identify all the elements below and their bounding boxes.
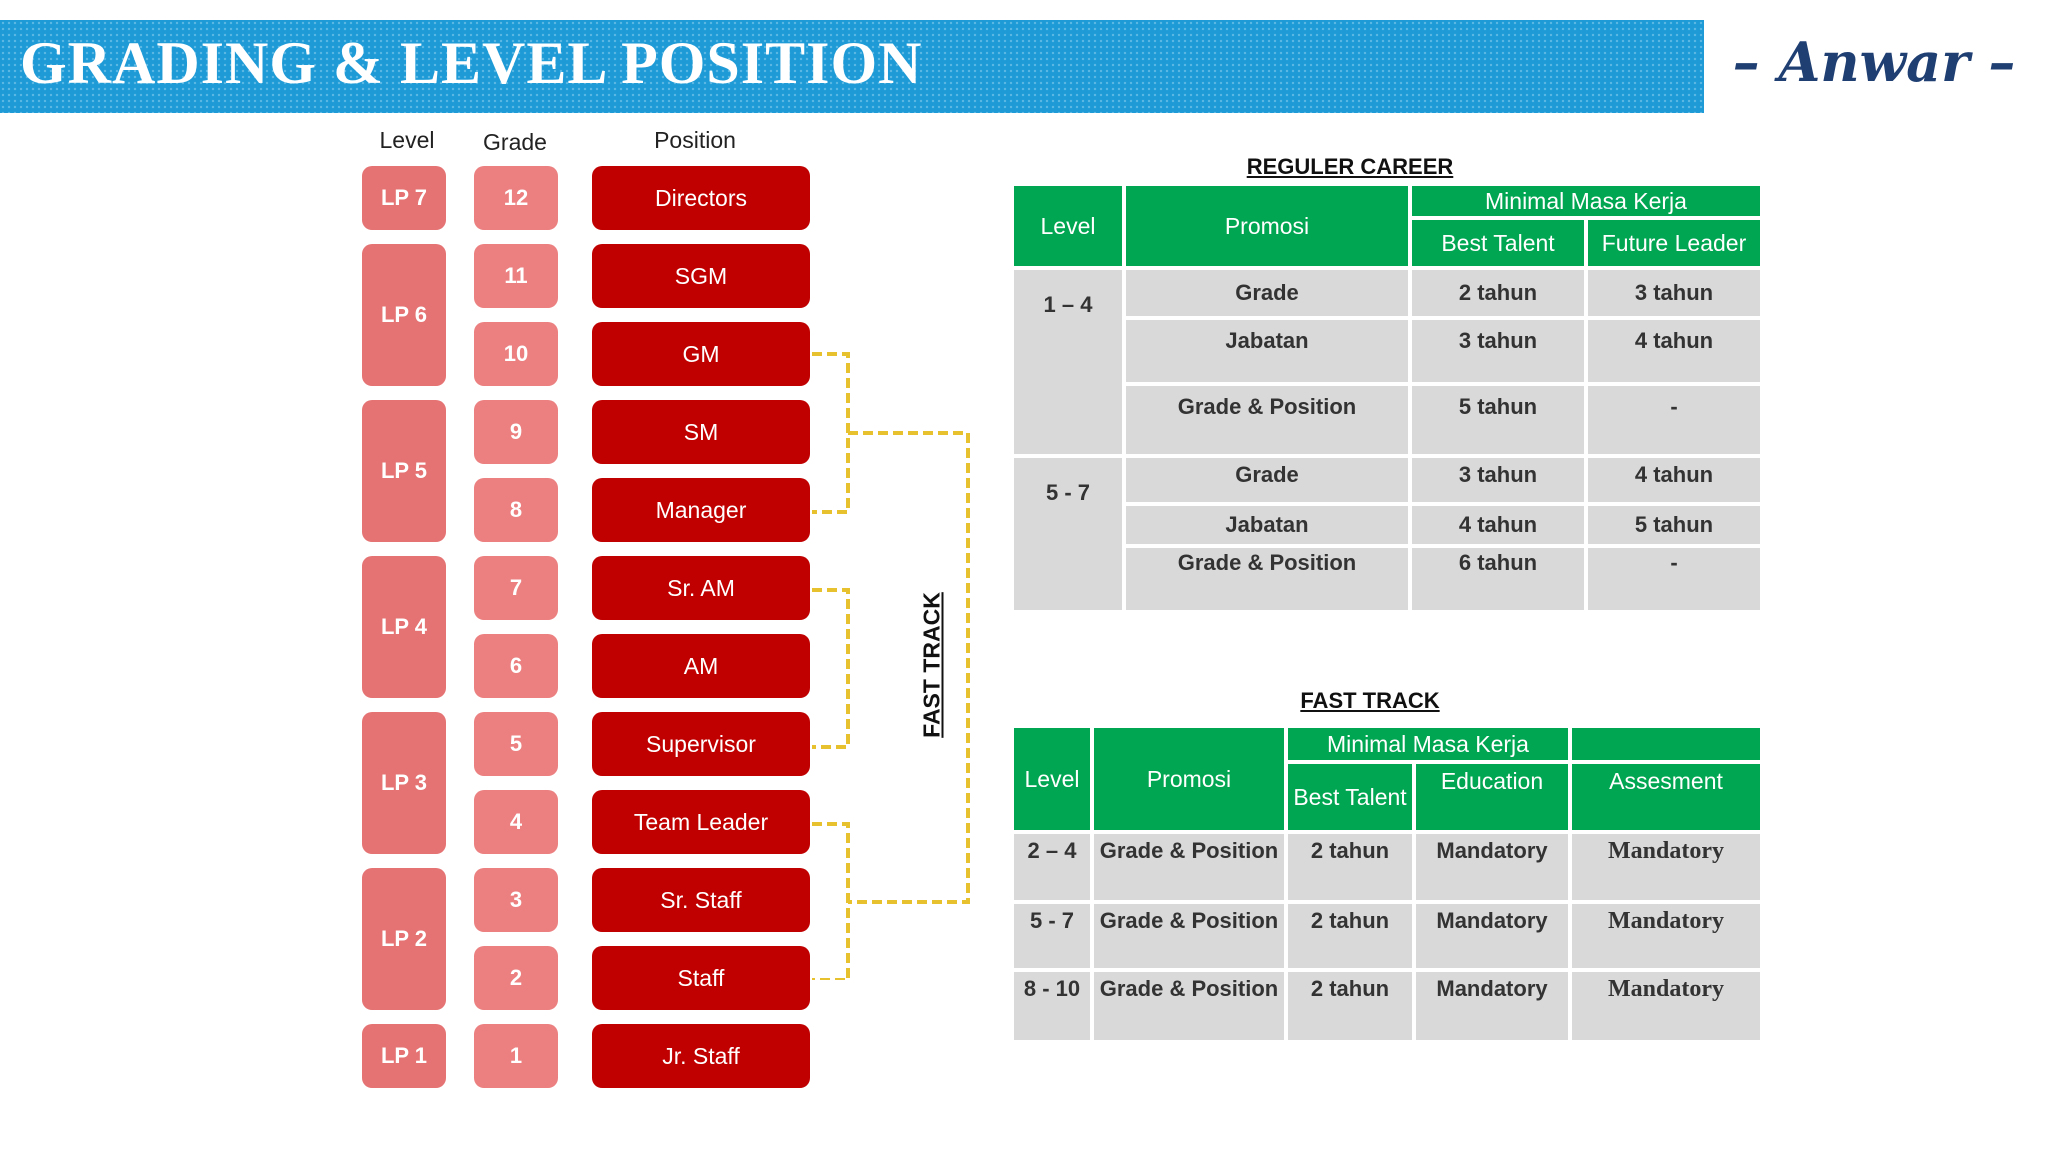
grade-box-10: 10 bbox=[474, 322, 558, 386]
fast-best-talent-cell: 2 tahun bbox=[1288, 904, 1412, 968]
level-box-lp2: LP 2 bbox=[362, 868, 446, 1010]
reguler-best-talent-cell: 4 tahun bbox=[1412, 506, 1584, 544]
fast-education-cell: Mandatory bbox=[1416, 834, 1568, 900]
position-sr-staff: Sr. Staff bbox=[592, 868, 810, 932]
fast-level-cell: 2 – 4 bbox=[1014, 834, 1090, 900]
grade-box-4: 4 bbox=[474, 790, 558, 854]
fast-track-label: FAST TRACK bbox=[918, 592, 945, 738]
reguler-promosi-cell: Grade bbox=[1126, 270, 1408, 316]
position-staff: Staff bbox=[592, 946, 810, 1010]
reguler-promosi-cell: Grade & Position bbox=[1126, 386, 1408, 454]
fast-level-header: Level bbox=[1014, 728, 1090, 830]
reguler-best-talent-cell: 3 tahun bbox=[1412, 458, 1584, 502]
author-signature: – Anwar – bbox=[1732, 30, 2016, 94]
reguler-promosi-cell: Grade & Position bbox=[1126, 548, 1408, 610]
fast-track-connector bbox=[812, 352, 970, 980]
position-directors: Directors bbox=[592, 166, 810, 230]
reguler-future-leader-cell: 3 tahun bbox=[1588, 270, 1760, 316]
grade-box-1: 1 bbox=[474, 1024, 558, 1088]
fast-education-cell: Mandatory bbox=[1416, 972, 1568, 1040]
reguler-best-talent-cell: 6 tahun bbox=[1412, 548, 1584, 610]
reguler-promosi-cell: Jabatan bbox=[1126, 320, 1408, 382]
level-box-lp1: LP 1 bbox=[362, 1024, 446, 1088]
fast-track-table: Level Promosi Minimal Masa Kerja Best Ta… bbox=[1014, 728, 1760, 1040]
reguler-level-5-7: 5 - 7 bbox=[1014, 458, 1122, 610]
reguler-future-leader-cell: 4 tahun bbox=[1588, 458, 1760, 502]
fast-promosi-cell: Grade & Position bbox=[1094, 834, 1284, 900]
fast-assesment-header: Assesment bbox=[1572, 764, 1760, 830]
fast-level-cell: 8 - 10 bbox=[1014, 972, 1090, 1040]
reguler-masa-kerja-header: Minimal Masa Kerja bbox=[1412, 186, 1760, 216]
fast-assesment-cell: Mandatory bbox=[1572, 972, 1760, 1040]
level-column-header: Level bbox=[379, 127, 435, 153]
fast-promosi-header: Promosi bbox=[1094, 728, 1284, 830]
grade-box-11: 11 bbox=[474, 244, 558, 308]
position-supervisor: Supervisor bbox=[592, 712, 810, 776]
position-column-header: Position bbox=[654, 127, 736, 153]
reguler-promosi-cell: Grade bbox=[1126, 458, 1408, 502]
reguler-level-header: Level bbox=[1014, 186, 1122, 266]
fast-education-cell: Mandatory bbox=[1416, 904, 1568, 968]
reguler-best-talent-cell: 2 tahun bbox=[1412, 270, 1584, 316]
level-box-lp5: LP 5 bbox=[362, 400, 446, 542]
fast-best-talent-cell: 2 tahun bbox=[1288, 834, 1412, 900]
reguler-career-caption: REGULER CAREER bbox=[1246, 154, 1454, 179]
reguler-future-leader-header: Future Leader bbox=[1588, 220, 1760, 266]
reguler-level-1-4: 1 – 4 bbox=[1014, 270, 1122, 454]
fast-best-talent-cell: 2 tahun bbox=[1288, 972, 1412, 1040]
fast-track-caption: FAST TRACK bbox=[1300, 688, 1440, 713]
reguler-future-leader-cell: - bbox=[1588, 548, 1760, 610]
position-sm: SM bbox=[592, 400, 810, 464]
fast-promosi-cell: Grade & Position bbox=[1094, 972, 1284, 1040]
reguler-promosi-cell: Jabatan bbox=[1126, 506, 1408, 544]
page-title: GRADING & LEVEL POSITION bbox=[20, 30, 923, 96]
position-am: AM bbox=[592, 634, 810, 698]
position-team-leader: Team Leader bbox=[592, 790, 810, 854]
fast-masa-kerja-header: Minimal Masa Kerja bbox=[1288, 728, 1568, 760]
fast-education-header: Education bbox=[1416, 764, 1568, 830]
grade-box-6: 6 bbox=[474, 634, 558, 698]
reguler-best-talent-header: Best Talent bbox=[1412, 220, 1584, 266]
reguler-career-table: Level Promosi Minimal Masa Kerja Best Ta… bbox=[1014, 186, 1760, 610]
level-box-lp7: LP 7 bbox=[362, 166, 446, 230]
position-jr-staff: Jr. Staff bbox=[592, 1024, 810, 1088]
grade-box-7: 7 bbox=[474, 556, 558, 620]
fast-assesment-cell: Mandatory bbox=[1572, 834, 1760, 900]
level-box-lp6: LP 6 bbox=[362, 244, 446, 386]
grade-box-12: 12 bbox=[474, 166, 558, 230]
grade-box-3: 3 bbox=[474, 868, 558, 932]
grade-box-5: 5 bbox=[474, 712, 558, 776]
fast-best-talent-header: Best Talent bbox=[1288, 764, 1412, 830]
reguler-future-leader-cell: 5 tahun bbox=[1588, 506, 1760, 544]
reguler-promosi-header: Promosi bbox=[1126, 186, 1408, 266]
reguler-best-talent-cell: 5 tahun bbox=[1412, 386, 1584, 454]
grade-box-2: 2 bbox=[474, 946, 558, 1010]
fast-promosi-cell: Grade & Position bbox=[1094, 904, 1284, 968]
grade-box-9: 9 bbox=[474, 400, 558, 464]
fast-level-cell: 5 - 7 bbox=[1014, 904, 1090, 968]
position-manager: Manager bbox=[592, 478, 810, 542]
position-sr-am: Sr. AM bbox=[592, 556, 810, 620]
grade-column-header: Grade bbox=[483, 129, 547, 155]
fast-assesment-cell: Mandatory bbox=[1572, 904, 1760, 968]
reguler-future-leader-cell: 4 tahun bbox=[1588, 320, 1760, 382]
grade-box-8: 8 bbox=[474, 478, 558, 542]
level-box-lp4: LP 4 bbox=[362, 556, 446, 698]
title-banner bbox=[0, 20, 1704, 113]
level-box-lp3: LP 3 bbox=[362, 712, 446, 854]
reguler-best-talent-cell: 3 tahun bbox=[1412, 320, 1584, 382]
position-gm: GM bbox=[592, 322, 810, 386]
fast-blank-header bbox=[1572, 728, 1760, 760]
reguler-future-leader-cell: - bbox=[1588, 386, 1760, 454]
position-sgm: SGM bbox=[592, 244, 810, 308]
